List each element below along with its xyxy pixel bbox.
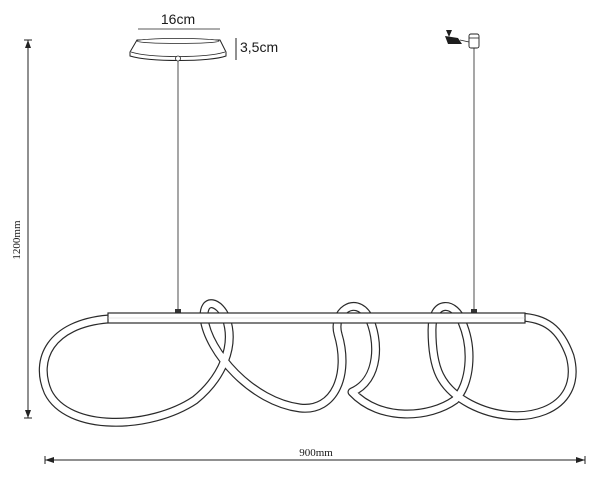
- height-label: 1200mm: [11, 220, 23, 260]
- width-label: 900mm: [299, 447, 333, 459]
- height-dimension: [24, 39, 32, 419]
- connector-right: [471, 309, 477, 313]
- connector-left: [175, 309, 181, 313]
- led-tube-luminaire: [38, 299, 577, 427]
- canopy-width-label: 16cm: [161, 11, 195, 27]
- canopy-height-label: 3,5cm: [240, 39, 278, 55]
- ceiling-canopy: [129, 28, 227, 62]
- cable-gripper: [445, 30, 480, 49]
- width-dimension: [44, 456, 586, 464]
